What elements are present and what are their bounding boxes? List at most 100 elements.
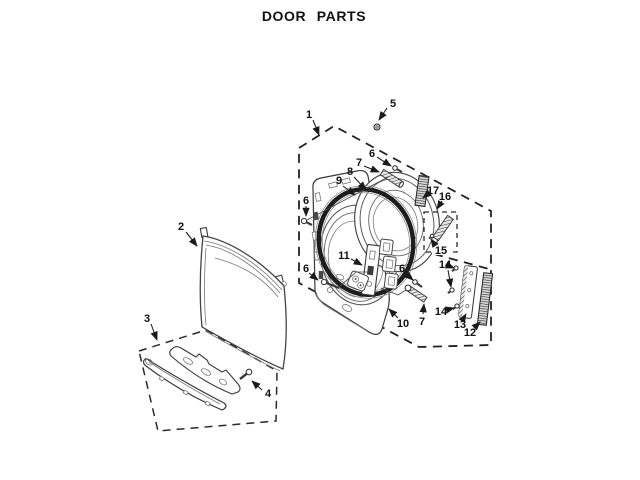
frame-hole <box>341 304 353 312</box>
screw-head <box>245 368 253 376</box>
bracket-slot <box>218 378 228 386</box>
part-number-13: 13 <box>454 319 466 331</box>
hinge-assembly-divider <box>433 253 490 270</box>
screw-5 <box>373 123 381 131</box>
handle-end-cap <box>145 358 153 366</box>
leader-line-12 <box>471 321 481 331</box>
part-number-2: 2 <box>178 221 184 233</box>
hinge-knuckles <box>378 238 399 290</box>
hinge-trim-strip <box>476 272 494 326</box>
door-handle <box>142 357 227 411</box>
handle-mount-bracket <box>169 346 241 395</box>
part-number-7: 7 <box>419 316 425 328</box>
panel-bottom-line <box>204 330 281 372</box>
part-number-3: 3 <box>144 313 150 325</box>
screw-head <box>373 123 381 131</box>
hinge-plate-hole <box>465 304 470 309</box>
hinge-plate-hole <box>467 288 472 293</box>
door-assembly-boundary <box>298 124 492 348</box>
handle-foot <box>182 389 189 396</box>
frame-slot <box>313 211 319 221</box>
frame-slot <box>318 271 324 279</box>
part-number-6: 6 <box>369 148 375 160</box>
handle-foot <box>158 375 165 382</box>
hinge-bolt <box>404 284 428 303</box>
leader-line-13 <box>458 313 467 323</box>
part-number-6: 6 <box>399 263 405 275</box>
hinge-kit-boundary <box>423 211 458 253</box>
frame-flange-line <box>315 291 368 332</box>
leader-line-17 <box>422 189 432 199</box>
hinge-kit-screw <box>428 233 435 240</box>
frame-slot <box>328 181 338 189</box>
handle-assembly-boundary <box>138 329 278 432</box>
leader-line-6 <box>404 271 414 281</box>
latch-plate-catch <box>366 265 374 276</box>
leader-line-11 <box>350 257 363 266</box>
leader-line-7 <box>419 303 427 315</box>
part-number-8: 8 <box>347 166 353 178</box>
part-number-7: 7 <box>356 157 362 169</box>
panel-reflection <box>214 257 279 298</box>
leader-line-5 <box>378 107 388 121</box>
bolt-head <box>404 284 412 292</box>
hinge-plate <box>458 265 478 319</box>
leader-line-3 <box>150 323 158 341</box>
leader-line-15 <box>430 238 439 248</box>
guide-line <box>338 271 367 288</box>
hinge-pin <box>379 168 405 188</box>
frame-slot <box>314 192 322 202</box>
part-number-14: 14 <box>435 306 448 318</box>
part-number-14: 14 <box>439 259 452 271</box>
screw-head <box>429 233 435 239</box>
panel-body <box>199 235 287 370</box>
leader-line-14 <box>444 261 455 269</box>
frame-hole <box>326 286 333 293</box>
part-number-17: 17 <box>427 185 439 197</box>
frame-slot <box>341 177 351 185</box>
leader-line-9 <box>342 185 356 196</box>
leader-line-14 <box>445 269 454 288</box>
part-13-edge <box>458 265 469 318</box>
part-number-11: 11 <box>338 250 350 262</box>
leader-line-10 <box>388 308 399 319</box>
latch-plate-slot <box>368 250 376 260</box>
guide-line <box>380 287 407 296</box>
bracket-slot <box>201 368 211 376</box>
leader-line-16 <box>436 200 445 210</box>
assembly-guide-lines <box>306 175 407 296</box>
hinge-screws <box>447 265 460 310</box>
part-number-15: 15 <box>435 245 447 257</box>
leader-line-7 <box>363 165 380 173</box>
bracket-slot <box>183 357 193 365</box>
panel-trim-line <box>205 244 281 294</box>
hinge-plate-hole <box>469 271 474 276</box>
panel-trim-line <box>203 240 283 291</box>
bracket-body <box>169 346 241 395</box>
part-number-6: 6 <box>303 263 309 275</box>
boss-pin <box>359 284 362 287</box>
screws-6 <box>300 165 423 290</box>
part-number-9: 9 <box>336 175 342 187</box>
leader-line-1 <box>312 119 320 136</box>
leader-line-4 <box>251 380 263 391</box>
leader-line-6 <box>308 272 319 281</box>
handle-foot <box>204 400 211 407</box>
part-number-16: 16 <box>439 191 451 203</box>
part-number-4: 4 <box>265 388 272 400</box>
ring-outer-line <box>314 185 418 299</box>
leader-line-2 <box>185 231 198 247</box>
screw-slot <box>375 125 379 129</box>
leader-line-6 <box>376 156 392 167</box>
panel-edge-line <box>204 247 207 326</box>
handle-highlight <box>148 361 221 405</box>
part-number-6: 6 <box>303 195 309 207</box>
boss-pin <box>354 277 357 280</box>
handle-screw <box>239 368 253 380</box>
leader-line-8 <box>353 176 367 191</box>
pin-tip <box>398 181 405 188</box>
door-outer-panel <box>199 226 287 372</box>
part-number-10: 10 <box>397 318 409 330</box>
page-title: DOOR PARTS <box>261 8 367 24</box>
